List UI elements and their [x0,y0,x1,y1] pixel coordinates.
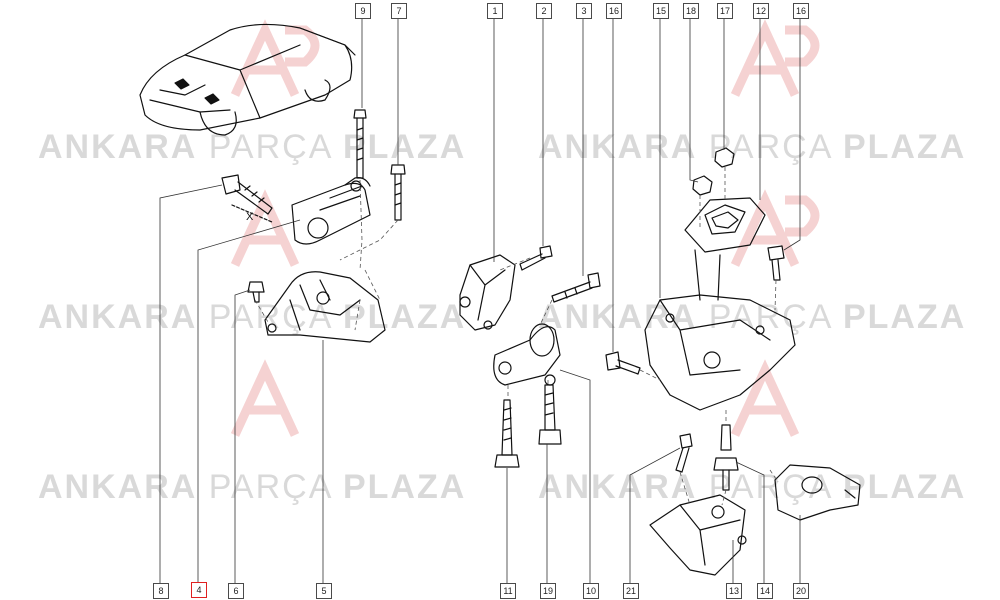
callout-12: 12 [753,3,769,19]
callout-6: 6 [228,583,244,599]
callout-2: 2 [536,3,552,19]
callout-9: 9 [355,3,371,19]
bolt-2 [519,245,553,271]
bolt-16-lower [605,351,641,375]
callout-18: 18 [683,3,699,19]
stud-14 [713,424,739,491]
bolt-19 [538,384,562,445]
bolt-3 [551,272,601,303]
bracket-20 [774,464,861,521]
callout-4-highlighted: 4 [191,582,207,598]
callout-13: 13 [726,583,742,599]
callout-10: 10 [583,583,599,599]
callout-17: 17 [717,3,733,19]
bolt-9 [353,109,367,179]
engine-bracket-15 [644,249,796,411]
bracket-13 [649,494,747,576]
watermark-text: ANKARA PARÇA PLAZA [538,298,967,336]
watermark-text: ANKARA PARÇA PLAZA [538,128,967,166]
callout-16: 16 [606,3,622,19]
callout-7: 7 [391,3,407,19]
callout-5: 5 [316,583,332,599]
bolt-6 [247,281,265,303]
callout-11: 11 [500,583,516,599]
lower-left-bracket [264,271,386,343]
torque-rod-10 [493,323,561,386]
callout-16: 16 [793,3,809,19]
callout-3: 3 [576,3,592,19]
bolt-16-upper [767,245,785,281]
leader-lines [159,18,801,583]
upper-left-mount [291,177,371,245]
nut-17 [714,147,735,168]
callout-14: 14 [757,583,773,599]
bolt-7 [390,164,406,221]
bolt-11 [494,399,520,468]
bolt-8 [221,174,273,223]
dimension-label: X [246,211,254,223]
callout-1: 1 [487,3,503,19]
watermark-text: ANKARA PARÇA PLAZA [38,468,467,506]
mount-12 [684,197,766,253]
watermark-text: ANKARA PARÇA PLAZA [538,468,967,506]
callout-15: 15 [653,3,669,19]
watermark-text: ANKARA PARÇA PLAZA [38,298,467,336]
assembly-guides [254,167,779,506]
callout-8: 8 [153,583,169,599]
car-thumbnail [139,23,356,136]
callout-21: 21 [623,583,639,599]
bracket-1 [459,254,516,331]
nut-18 [692,175,713,196]
bolt-21 [675,433,693,473]
callout-20: 20 [793,583,809,599]
callout-19: 19 [540,583,556,599]
